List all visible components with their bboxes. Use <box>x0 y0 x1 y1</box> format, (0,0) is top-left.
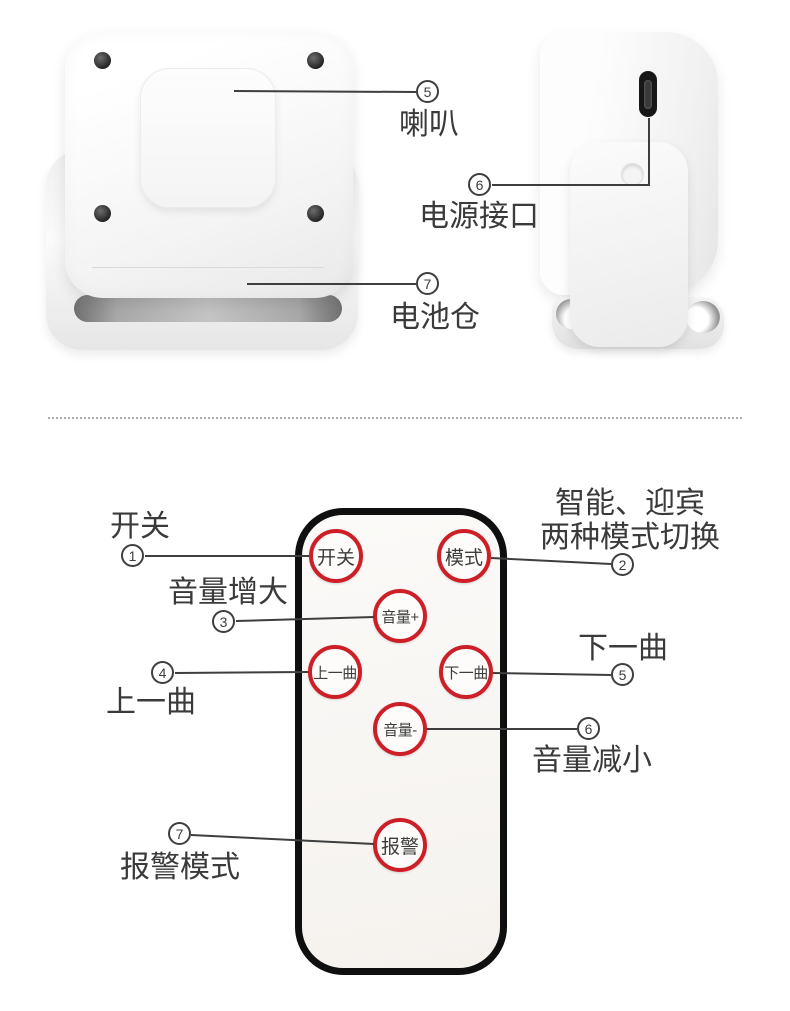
callout-number-battery: 7 <box>416 272 439 295</box>
callout-number-power: 1 <box>121 544 144 567</box>
label-power-port: 电源接口 <box>419 200 539 233</box>
battery-compartment-seam <box>92 267 324 268</box>
callout-number-power-port: 6 <box>468 173 491 196</box>
callout-number-prev: 4 <box>151 661 174 684</box>
screw-hole-top-right <box>307 52 324 69</box>
label-volume-up: 音量增大 <box>168 576 288 609</box>
label-power-switch: 开关 <box>110 510 170 543</box>
side-device-clip-button <box>621 163 644 186</box>
callout-number-vol-up: 3 <box>212 610 235 633</box>
callout-line-prev-button <box>174 671 309 674</box>
callout-line-next-button <box>492 672 612 676</box>
remote-volume-down-button: 音量- <box>373 702 427 756</box>
callout-line-mode-button <box>490 557 612 565</box>
remote-alarm-button: 报警 <box>373 818 427 872</box>
callout-number-vol-down: 6 <box>577 717 600 740</box>
remote-next-track-button: 下一曲 <box>439 645 493 699</box>
remote-volume-up-button: 音量+ <box>373 589 427 643</box>
label-prev-track: 上一曲 <box>106 686 196 719</box>
micro-usb-port-inner <box>644 80 652 109</box>
label-battery: 电池仓 <box>390 301 480 334</box>
callout-number-next: 5 <box>611 663 634 686</box>
remote-prev-track-button: 上一曲 <box>308 645 362 699</box>
micro-usb-port <box>639 71 657 117</box>
label-next-track: 下一曲 <box>578 632 668 665</box>
screw-hole-top-left <box>94 52 111 69</box>
label-mode-switch-line2: 两种模式切换 <box>540 521 720 554</box>
label-speaker: 喇叭 <box>399 108 459 141</box>
remote-mode-button: 模式 <box>437 529 491 583</box>
section-divider <box>48 417 742 419</box>
screw-hole-bottom-right <box>307 205 324 222</box>
callout-number-mode: 2 <box>611 553 634 576</box>
remote-power-button: 开关 <box>309 529 363 583</box>
label-volume-down: 音量减小 <box>532 744 652 777</box>
callout-number-speaker: 5 <box>416 80 439 103</box>
callout-number-alarm: 7 <box>168 822 191 845</box>
screw-hole-bottom-left <box>94 205 111 222</box>
label-mode-switch: 智能、迎宾 两种模式切换 <box>532 487 728 555</box>
side-device-hook-right <box>686 301 720 333</box>
speaker-panel <box>140 68 276 208</box>
front-device-stand-gap-shadow <box>74 295 342 322</box>
label-alarm-mode: 报警模式 <box>120 851 240 884</box>
label-mode-switch-line1: 智能、迎宾 <box>555 487 705 520</box>
